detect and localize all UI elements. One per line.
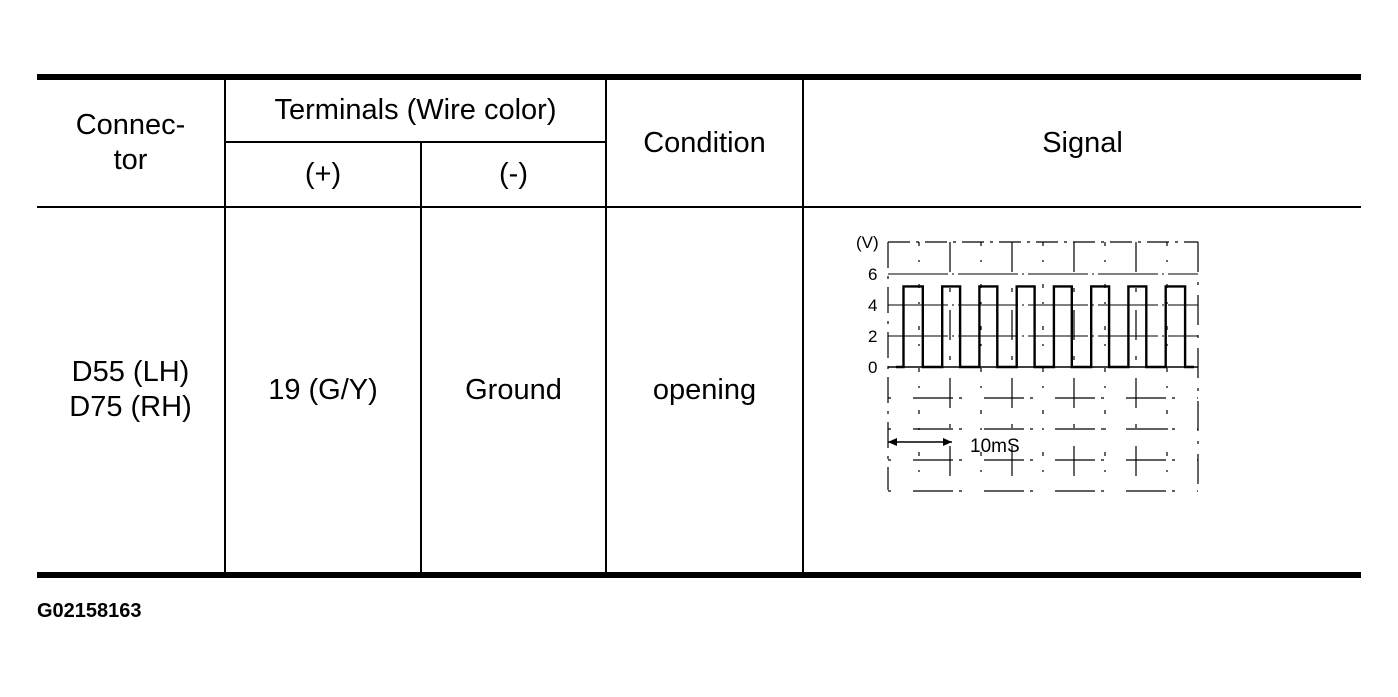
- terminals-subheader-rule: [225, 141, 606, 143]
- header-minus: (-): [422, 143, 605, 206]
- header-condition-label: Condition: [643, 126, 766, 159]
- scope-y-ticks: 0 2 4 6: [868, 265, 877, 377]
- column-divider: [605, 80, 607, 572]
- row-connector: D55 (LH) D75 (RH): [37, 208, 224, 572]
- scope-waveform-line: [896, 285, 1194, 369]
- scope-y-tick-label: 6: [868, 265, 877, 284]
- table-bottom-rule: [37, 572, 1361, 578]
- row-minus-value: Ground: [465, 373, 562, 406]
- scope-y-tick-label: 4: [868, 296, 877, 315]
- row-condition-value: opening: [652, 373, 757, 406]
- column-divider: [224, 80, 226, 572]
- header-signal: Signal: [804, 80, 1361, 206]
- row-minus: Ground: [422, 208, 605, 572]
- column-divider: [420, 143, 422, 572]
- row-connector-line2: D75 (RH): [69, 391, 192, 423]
- header-signal-label: Signal: [1042, 126, 1123, 159]
- table-header-rule: [37, 206, 1361, 208]
- header-minus-label: (-): [499, 158, 528, 191]
- scope-y-tick-label: 2: [868, 327, 877, 346]
- header-terminals: Terminals (Wire color): [226, 80, 605, 141]
- scope-y-tick-label: 0: [868, 358, 877, 377]
- row-plus: 19 (G/Y): [226, 208, 420, 572]
- table-top-rule: [37, 74, 1361, 80]
- header-terminals-label: Terminals (Wire color): [274, 94, 557, 127]
- row-condition: opening: [607, 208, 802, 572]
- time-division-label: 10mS: [970, 436, 1020, 457]
- signal-waveform-chart: 0 2 4 6 (V) 10mS: [856, 233, 1199, 492]
- header-plus: (+): [226, 143, 420, 206]
- scope-time-division: 10mS: [888, 436, 1020, 457]
- header-condition: Condition: [607, 80, 802, 206]
- reference-code: G02158163: [37, 600, 142, 622]
- row-plus-value: 19 (G/Y): [268, 373, 378, 406]
- header-connector-line1: Connec-: [75, 109, 186, 142]
- column-divider: [802, 80, 804, 572]
- scope-y-label: (V): [856, 233, 879, 252]
- row-connector-line1: D55 (LH): [71, 356, 190, 389]
- header-connector-line2: tor: [113, 144, 148, 176]
- header-connector: Connec- tor: [37, 80, 224, 206]
- header-plus-label: (+): [304, 158, 342, 191]
